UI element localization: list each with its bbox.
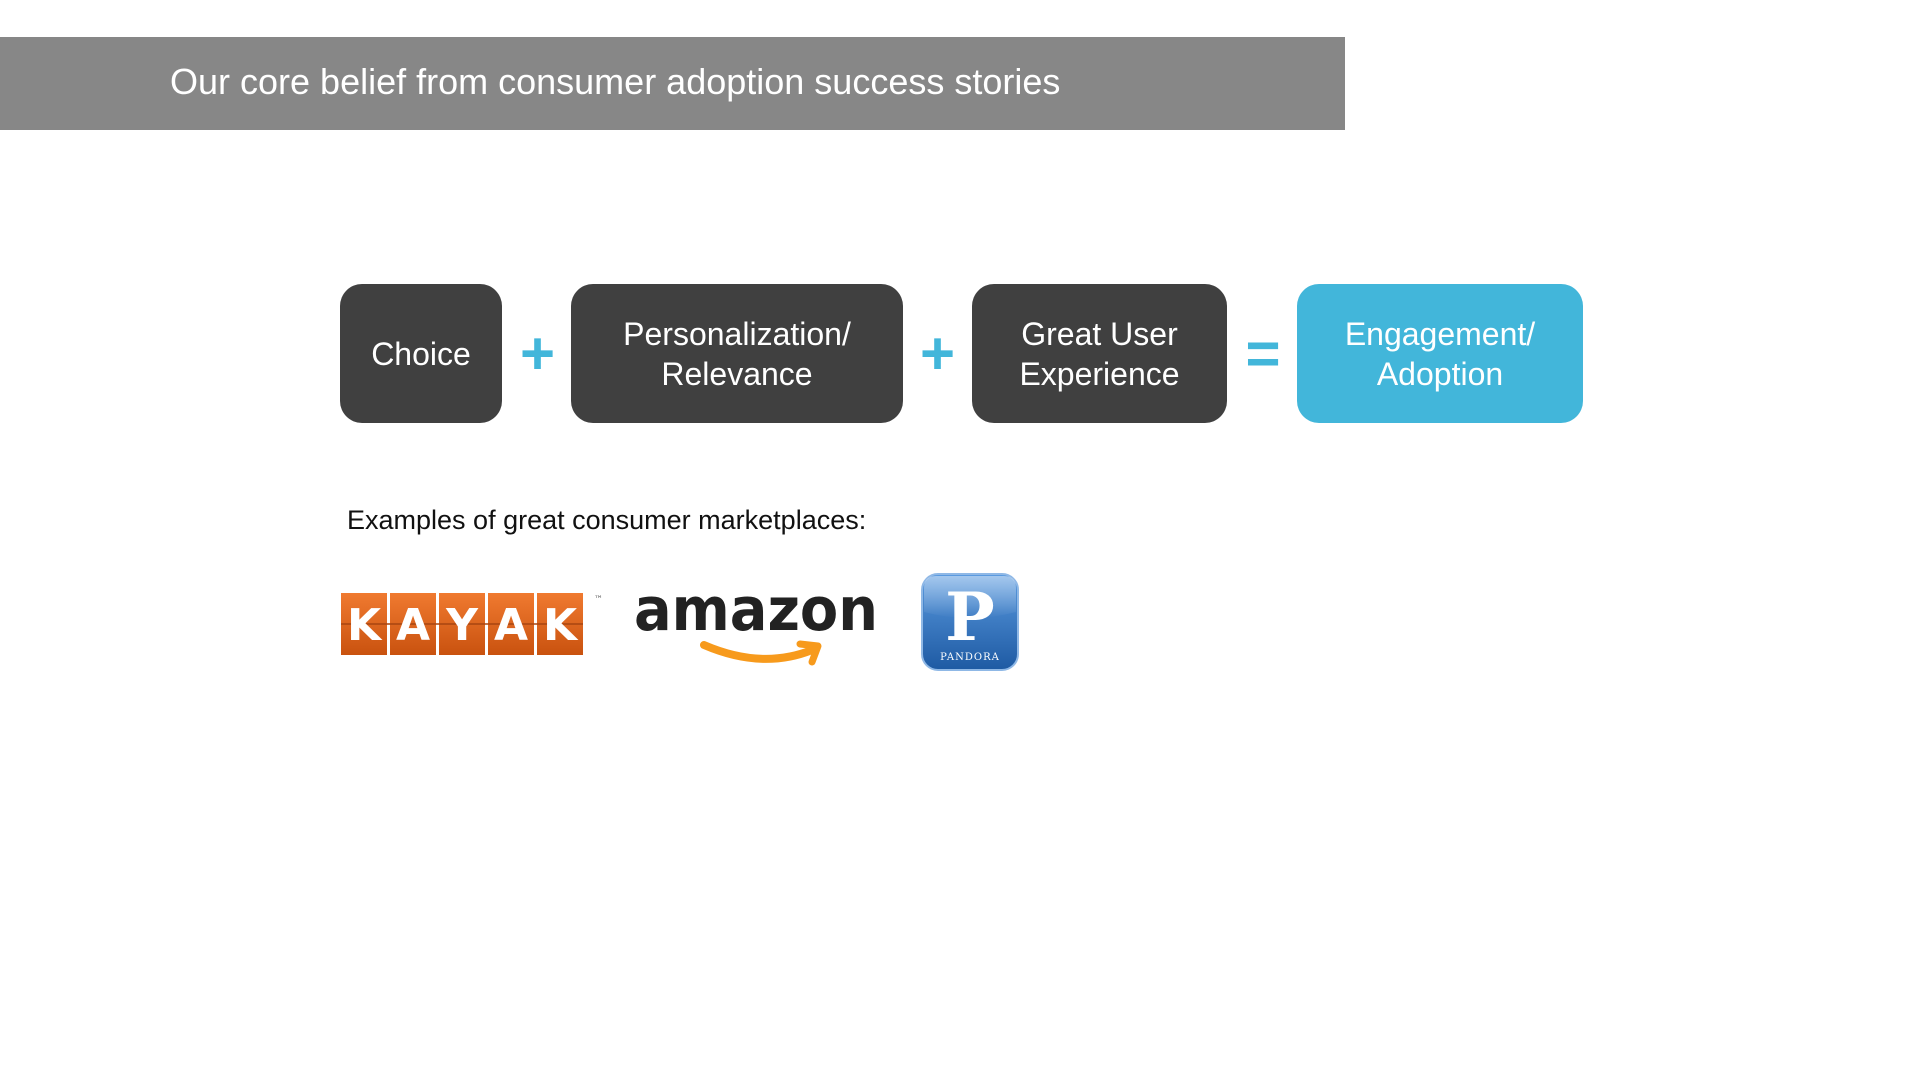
pandora-logo: P PANDORA (921, 573, 1019, 671)
user-experience-label-line-2: Experience (1019, 355, 1180, 392)
amazon-arrow-icon (796, 640, 822, 666)
examples-label: Examples of great consumer marketplaces: (347, 505, 867, 535)
title-bar: Our core belief from consumer adoption s… (0, 37, 1345, 130)
personalization-label-line-1: Personalization/ (623, 315, 851, 352)
kayak-letter-1: K (347, 600, 383, 651)
amazon-wordmark: amazon (634, 580, 878, 645)
choice-box: Choice (340, 284, 502, 423)
user-experience-box: Great User Experience (972, 284, 1227, 423)
kayak-trademark: ™ (594, 595, 603, 605)
engagement-adoption-box: Engagement/ Adoption (1297, 284, 1583, 423)
personalization-box: Personalization/ Relevance (571, 284, 903, 423)
amazon-smile-icon (700, 641, 816, 663)
user-experience-label-line-1: Great User (1021, 315, 1178, 352)
pandora-letter: P (945, 578, 995, 656)
plus-sign-2: + (919, 319, 956, 387)
kayak-letter-4: A (494, 600, 528, 651)
plus-sign-1: + (519, 319, 556, 387)
amazon-logo: amazon (634, 580, 878, 666)
choice-label: Choice (371, 335, 471, 372)
kayak-letter-5: K (543, 600, 579, 651)
kayak-logo: K A Y A K ™ (341, 593, 603, 655)
pandora-wordmark: PANDORA (940, 652, 1000, 663)
personalization-label-line-2: Relevance (661, 355, 813, 392)
engagement-label-line-1: Engagement/ (1344, 315, 1536, 352)
page-title: Our core belief from consumer adoption s… (170, 61, 1061, 102)
equals-sign: = (1245, 319, 1281, 387)
kayak-letter-2: A (396, 600, 430, 651)
kayak-letter-3: Y (445, 600, 479, 651)
engagement-label-line-2: Adoption (1376, 355, 1504, 392)
